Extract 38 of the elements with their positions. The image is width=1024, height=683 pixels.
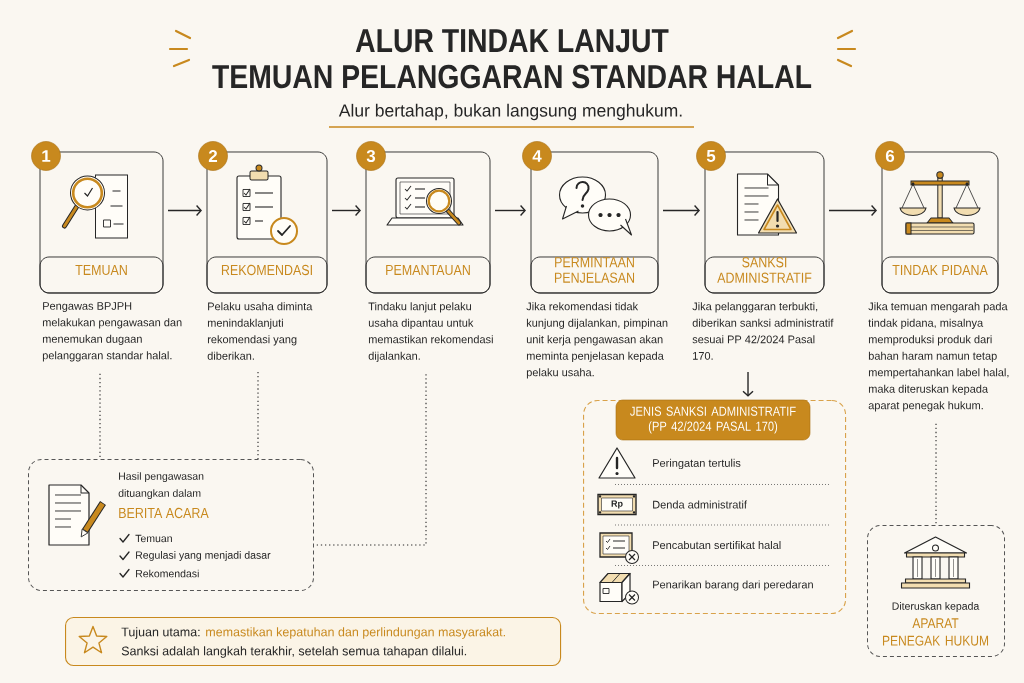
number-badge: 6 [875,141,905,171]
description-text: Jika rekomendasi tidak kunjung dijalankan, pimpinan unit kerja pengawasan akan meminta penjelasan kepada pelaku usaha. [526,302,668,379]
heading: BERITA ACARA [119,507,209,519]
number-badge: 4 [522,141,552,171]
body-text: Diteruskan kepada [892,602,980,612]
body-text: Hasil pengawasan dituangkan dalam [118,472,204,499]
currency-label: Rp [611,500,623,509]
connector-line [935,423,937,526]
description-text: Pengawas BPJPH melakukan pengawasan dan menemukan dugaan pelanggaran standar halal. [42,302,182,362]
arrow [828,204,877,217]
list-item: Rekomendasi [136,569,199,578]
number-badge: 1 [31,141,61,171]
number-badge: 2 [198,141,228,171]
arrow [331,204,361,217]
title: ALUR TINDAK LANJUT TEMUAN PELANGGARAN STANDAR HALAL [212,29,812,89]
description-text: Jika pelanggaran terbukti, diberikan sanksi administratif sesuai PP 42/2024 Pasal 170. [692,302,834,360]
subtitle: Alur bertahap, bukan langsung menghukum. [338,103,682,121]
heading: APARAT PENEGAK HUKUM [883,618,989,646]
note-text: Tujuan utama: memastikan kepatuhan dan perlindungan masyarakat. Sanksi adalah langkah terakhir, setelah semua tahapan dilalui. [121,627,505,658]
arrow [167,204,202,217]
list-item: Regulasi yang menjadi dasar [136,551,271,561]
header-band: JENIS SANKSI ADMINISTRATIF (PP 42/2024 PASAL 170) [615,399,811,441]
list-item: Penarikan barang dari peredaran [653,580,813,591]
number-badge: 3 [356,141,386,171]
arrow [494,204,526,217]
description-text: Jika temuan mengarah pada tindak pidana, misalnya memproduksi produk dari bahan haram namun tetap mempertahankan label halal, maka diteruskan kepada aparat penegak hukum. [868,302,1009,412]
list-item: Temuan [135,534,172,543]
list-item: Pencabutan sertifikat halal [653,540,781,550]
arrow [662,204,700,217]
arrow [742,371,754,397]
number-badge: 5 [696,141,726,171]
connector-line [257,371,259,460]
connector-line [313,373,427,546]
connector-line [99,373,101,460]
description-text: Pelaku usaha diminta menindaklanjuti rekomendasi yang diberikan. [207,302,313,360]
list-item: Denda administratif [653,500,747,509]
list-item: Peringatan tertulis [653,458,741,470]
description-text: Tindaku lanjut pelaku usaha dipantau untuk memastikan rekomendasi dijalankan. [368,302,493,362]
